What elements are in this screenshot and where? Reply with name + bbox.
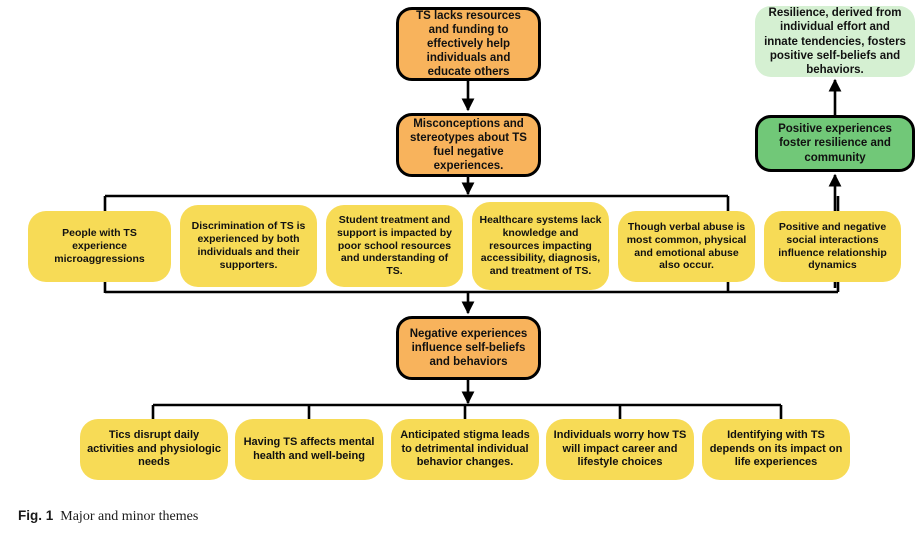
node-student-treatment-support: Student treatment and support is impacte… [326, 205, 463, 287]
node-negative-experiences-influence: Negative experiences influence self-beli… [396, 316, 541, 380]
node-verbal-abuse-most-common: Though verbal abuse is most common, phys… [618, 211, 755, 282]
node-people-with-ts-microaggressions: People with TS experience microaggressio… [28, 211, 171, 282]
node-misconceptions-stereotypes: Misconceptions and stereotypes about TS … [396, 113, 541, 177]
figure-caption: Fig. 1 Major and minor themes [18, 508, 198, 525]
figure-caption-text: Major and minor themes [60, 509, 199, 524]
node-having-ts-affects-mental-health: Having TS affects mental health and well… [235, 419, 383, 480]
node-ts-lacks-resources: TS lacks resources and funding to effect… [396, 7, 541, 81]
node-anticipated-stigma: Anticipated stigma leads to detrimental … [391, 419, 539, 480]
node-positive-experiences-foster: Positive experiences foster resilience a… [755, 115, 915, 172]
node-resilience-derived: Resilience, derived from individual effo… [755, 6, 915, 77]
node-healthcare-systems-lack: Healthcare systems lack knowledge and re… [472, 202, 609, 290]
node-identifying-with-ts: Identifying with TS depends on its impac… [702, 419, 850, 480]
figure-caption-label: Fig. 1 [18, 508, 54, 523]
node-discrimination-of-ts: Discrimination of TS is experienced by b… [180, 205, 317, 287]
node-positive-negative-social-interactions: Positive and negative social interaction… [764, 211, 901, 282]
node-tics-disrupt-daily-activities: Tics disrupt daily activities and physio… [80, 419, 228, 480]
node-individuals-worry-career: Individuals worry how TS will impact car… [546, 419, 694, 480]
